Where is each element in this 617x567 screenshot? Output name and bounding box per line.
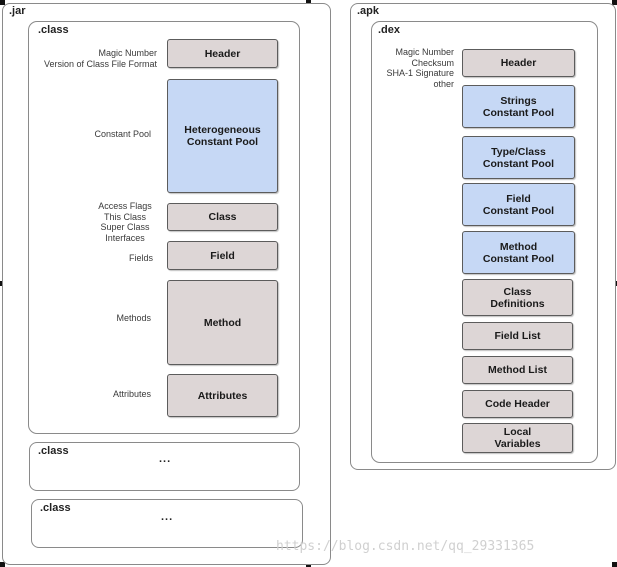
jar-attributes-box: Attributes [167, 374, 278, 417]
heterogeneous-constant-pool-box: Heterogeneous Constant Pool [167, 79, 278, 193]
class-container-2 [29, 442, 300, 491]
class-title-3: .class [40, 502, 71, 514]
dex-title: .dex [378, 24, 401, 36]
type-class-constant-pool-box: Type/Class Constant Pool [462, 136, 575, 179]
jar-title: .jar [9, 5, 26, 17]
method-list-box: Method List [462, 356, 573, 384]
selection-handle-top-left[interactable] [0, 0, 5, 5]
apk-title: .apk [357, 5, 380, 17]
jar-header-box: Header [167, 39, 278, 68]
jar-class-box: Class [167, 203, 278, 231]
jar-field-box: Field [167, 241, 278, 270]
method-constant-pool-box: Method Constant Pool [462, 231, 575, 274]
watermark-text: https://blog.csdn.net/qq_29331365 [276, 539, 535, 554]
selection-handle-top-right[interactable] [612, 0, 617, 5]
code-header-box: Code Header [462, 390, 573, 418]
local-variables-box: Local Variables [462, 423, 573, 453]
selection-handle-bottom-right[interactable] [612, 562, 617, 567]
dex-header-box: Header [462, 49, 575, 77]
selection-handle-bottom-left[interactable] [0, 562, 5, 567]
dex-header-label: Magic Number Checksum SHA-1 Signature ot… [386, 47, 454, 89]
class-container-3 [31, 499, 303, 548]
class-info-label: Access Flags This Class Super Class Inte… [98, 201, 152, 243]
methods-label: Methods [116, 313, 151, 323]
attributes-label: Attributes [112, 389, 151, 399]
jar-method-box: Method [167, 280, 278, 365]
field-list-box: Field List [462, 322, 573, 350]
field-constant-pool-box: Field Constant Pool [462, 183, 575, 226]
class-ellipsis-3: ... [161, 511, 174, 523]
class-ellipsis-2: ... [159, 453, 172, 465]
fields-label: Fields [128, 253, 153, 263]
class-title: .class [38, 24, 69, 36]
class-title-2: .class [38, 445, 69, 457]
header-label: Magic Number Version of Class File Forma… [43, 48, 157, 69]
class-definitions-box: Class Definitions [462, 279, 573, 316]
strings-constant-pool-box: Strings Constant Pool [462, 85, 575, 128]
selection-handle-top-middle[interactable] [306, 0, 311, 5]
constant-pool-label: Constant Pool [94, 129, 151, 139]
